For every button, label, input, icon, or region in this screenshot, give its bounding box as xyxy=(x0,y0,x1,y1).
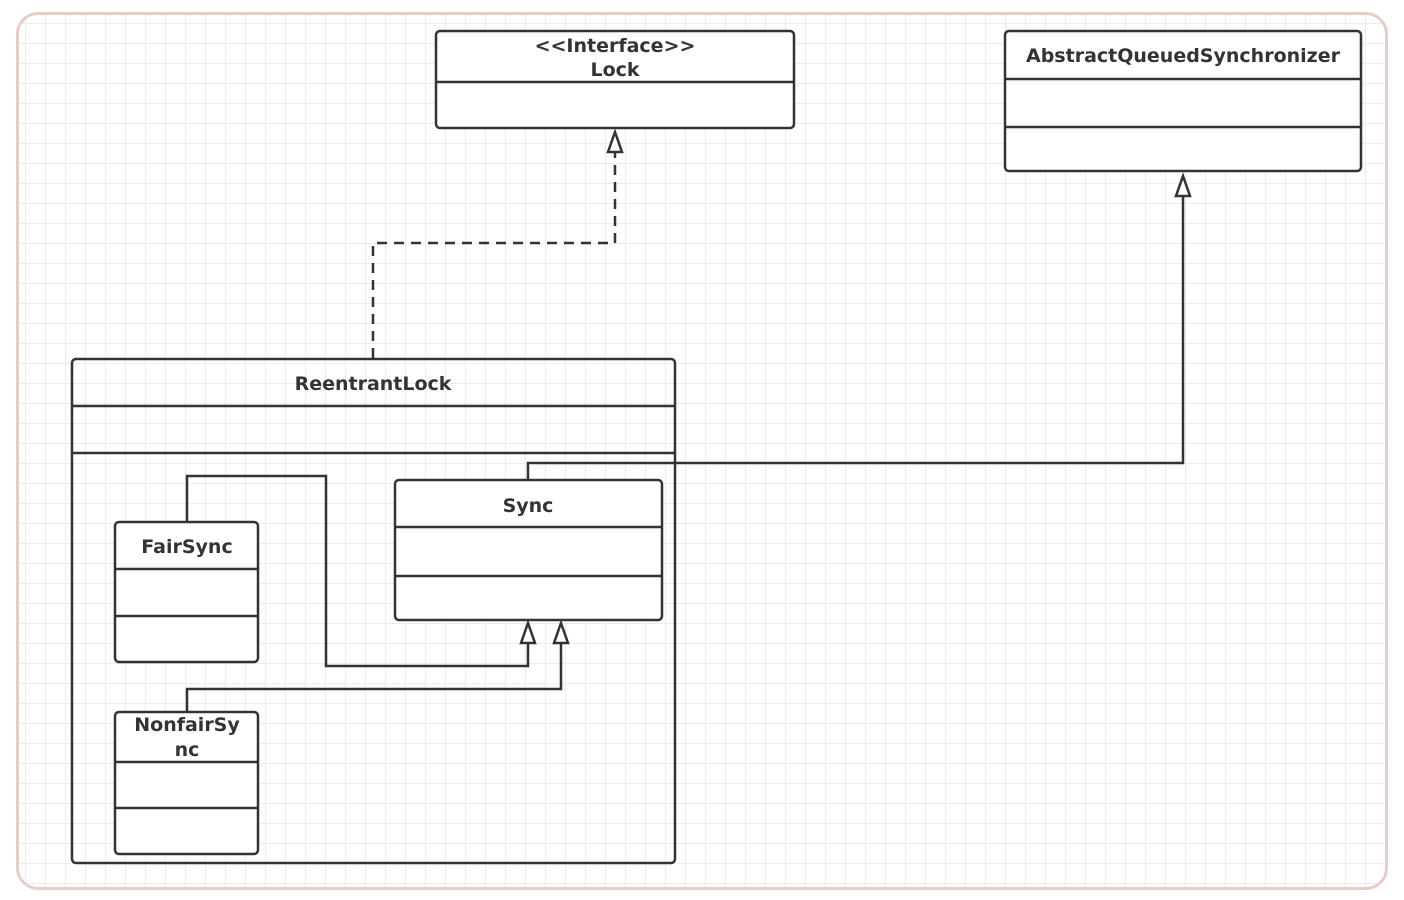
class-reentrantlock[interactable]: ReentrantLock xyxy=(70,357,677,865)
fairsync-generalization-arrowhead xyxy=(519,619,537,645)
generalization-fairsync-to-sync xyxy=(185,474,530,668)
realization-arrowhead xyxy=(606,128,624,154)
class-nonfairsync[interactable]: NonfairSy nc xyxy=(113,710,260,856)
generalization-nonfairsync-to-sync xyxy=(185,643,563,712)
class-fairsync[interactable]: FairSync xyxy=(113,520,260,664)
class-lock[interactable]: <<Interface>> Lock xyxy=(434,29,796,130)
sync-class-name: Sync xyxy=(503,495,554,517)
class-abstract-queued-synchronizer[interactable]: AbstractQueuedSynchronizer xyxy=(1003,29,1363,173)
reentrantlock-class-name: ReentrantLock xyxy=(295,373,452,395)
generalization-sync-to-aqs xyxy=(526,196,1185,480)
nonfairsync-generalization-arrowhead xyxy=(552,619,570,645)
lock-stereotype: <<Interface>> xyxy=(535,35,696,57)
nonfairsync-class-name-line2: nc xyxy=(175,739,200,761)
class-sync[interactable]: Sync xyxy=(393,478,664,622)
realization-reentrantlock-to-lock xyxy=(371,152,617,358)
nonfairsync-class-name-line1: NonfairSy xyxy=(134,714,240,736)
lock-class-name: Lock xyxy=(590,59,639,81)
aqs-generalization-arrowhead xyxy=(1174,172,1192,198)
aqs-class-name: AbstractQueuedSynchronizer xyxy=(1026,45,1341,67)
fairsync-class-name: FairSync xyxy=(141,536,232,558)
